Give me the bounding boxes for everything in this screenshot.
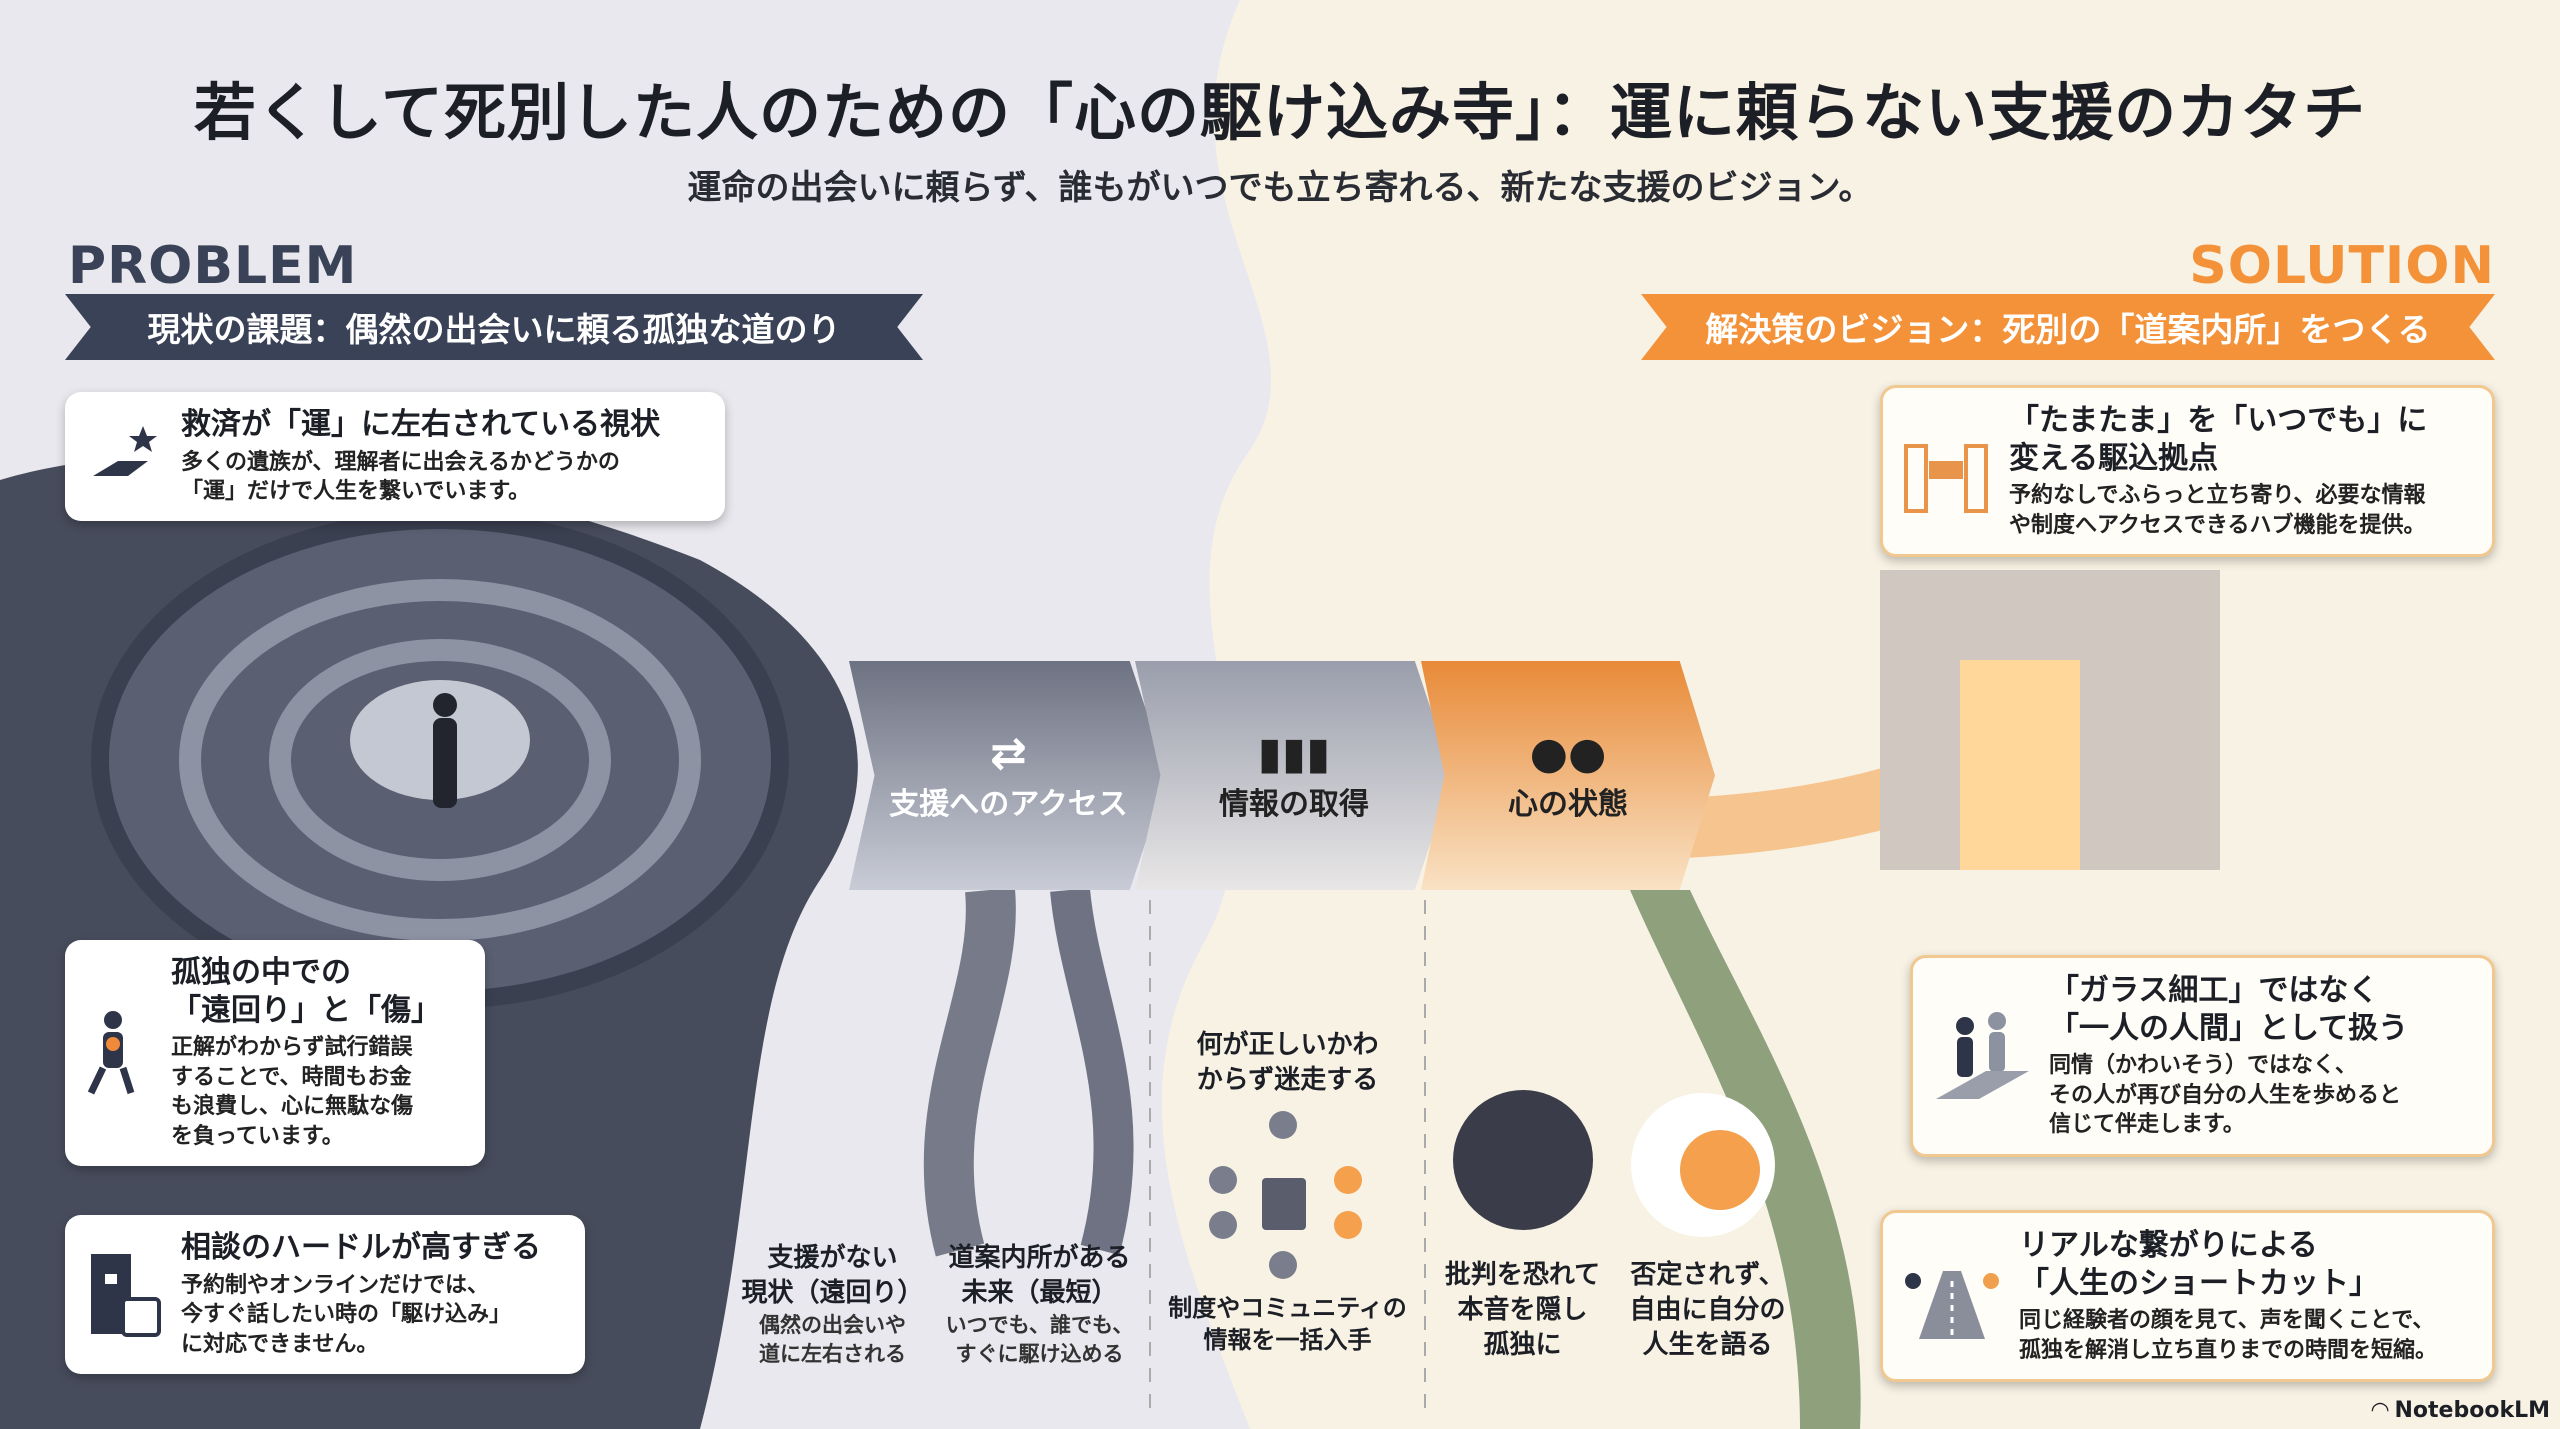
notebooklm-logo-icon: ◠ bbox=[2371, 1398, 2389, 1423]
stumbling-person-icon bbox=[83, 1003, 153, 1103]
open-gate-icon bbox=[1901, 421, 1991, 521]
problem-label: PROBLEM bbox=[68, 236, 358, 296]
bottom-label-hiding: 批判を恐れて 本音を隠し 孤独に bbox=[1444, 1260, 1601, 1361]
books-icon: ▮▮▮ bbox=[1257, 728, 1331, 779]
label-body: 偶然の出会いや 道に左右される bbox=[759, 1313, 906, 1366]
problem-banner: 現状の課題：偶然の出会いに頼る孤独な道のり bbox=[65, 294, 923, 360]
problem-card-detour: 孤独の中での 「遠回り」と「傷」正解がわからず試行錯誤 することで、時間もお金 … bbox=[65, 940, 485, 1166]
bridge-segment-access: ⇄ 支援へのアクセス bbox=[849, 661, 1168, 890]
page-title: 若くして死別した人のための「心の駆け込み寺」：運に頼らない支援のカタチ bbox=[193, 76, 2367, 149]
card-body: 正解がわからず試行錯誤 することで、時間もお金 も浪費し、心に無駄な傷 を負って… bbox=[171, 1035, 414, 1150]
bottom-label-lost: 何が正しいかわ からず迷走する bbox=[1196, 1030, 1379, 1096]
solution-banner: 解決策のビジョン：死別の「道案内所」をつくる bbox=[1641, 294, 2495, 360]
bottom-label-info-hub: 制度やコミュニティの 情報を一括入手 bbox=[1168, 1294, 1407, 1355]
card-title: 救済が「運」に左右されている視状 bbox=[181, 407, 661, 442]
card-title: 孤独の中での 「遠回り」と「傷」 bbox=[171, 955, 441, 1028]
card-title: 「ガラス細工」ではなく 「一人の人間」として扱う bbox=[2049, 973, 2409, 1046]
solution-card-hub: 「たまたま」を「いつでも」に 変える駆込拠点予約なしでふらっと立ち寄り、必要な情… bbox=[1880, 385, 2495, 558]
network-info-icon bbox=[1209, 1111, 1362, 1279]
bottom-label-with-guide: 道案内所がある 未来（最短）いつでも、誰でも、 すぐに駆け込める bbox=[932, 1241, 1147, 1368]
label-title: 支援がない 現状（遠回り） bbox=[741, 1243, 924, 1309]
lone-person-icon bbox=[433, 693, 457, 808]
solution-label: SOLUTION bbox=[2189, 236, 2495, 296]
notebooklm-badge: ◠NotebookLM bbox=[2372, 1398, 2550, 1423]
locked-door-calendar-icon bbox=[83, 1244, 163, 1344]
walking-together-icon bbox=[1931, 1006, 2031, 1106]
bottom-label-no-support: 支援がない 現状（遠回り）偶然の出会いや 道に左右される bbox=[735, 1241, 930, 1368]
card-title: 「たまたま」を「いつでも」に 変える駆込拠点 bbox=[2009, 403, 2428, 476]
brand-name: NotebookLM bbox=[2394, 1398, 2550, 1423]
card-title: 相談のハードルが高すぎる bbox=[181, 1230, 541, 1265]
card-body: 多くの遺族が、理解者に出会えるかどうかの 「運」だけで人生を繋いでいます。 bbox=[181, 449, 620, 505]
hand-star-icon bbox=[83, 406, 163, 506]
people-talk-icon: ●● bbox=[1529, 728, 1607, 779]
card-body: 予約なしでふらっと立ち寄り、必要な情報 や制度へアクセスできるハブ機能を提供。 bbox=[2009, 483, 2426, 538]
open-gate-building bbox=[1880, 570, 2220, 870]
card-body: 同じ経験者の顔を見て、声を聞くことで、 孤独を解消し立ち直りまでの時間を短縮。 bbox=[2019, 1308, 2438, 1363]
bridge-segment-mind: ●● 心の状態 bbox=[1421, 661, 1715, 890]
solution-card-human: 「ガラス細工」ではなく 「一人の人間」として扱う同情（かわいそう）ではなく、 そ… bbox=[1910, 955, 2495, 1158]
bridge-label: 支援へのアクセス bbox=[889, 787, 1128, 822]
arrows-icon: ⇄ bbox=[990, 728, 1027, 779]
bridge-people-icon bbox=[1901, 1246, 2001, 1346]
page-subtitle: 運命の出会いに頼らず、誰もがいつでも立ち寄れる、新たな支援のビジョン。 bbox=[687, 168, 1873, 208]
card-body: 予約制やオンラインだけでは、 今すぐ話したい時の「駆け込み」 に対応できません。 bbox=[181, 1272, 512, 1357]
problem-card-hurdle: 相談のハードルが高すぎる予約制やオンラインだけでは、 今すぐ話したい時の「駆け込… bbox=[65, 1215, 585, 1374]
problem-card-luck: 救済が「運」に左右されている視状多くの遺族が、理解者に出会えるかどうかの 「運」… bbox=[65, 392, 725, 521]
bridge-label: 心の状態 bbox=[1508, 787, 1628, 822]
label-body: いつでも、誰でも、 すぐに駆け込める bbox=[945, 1313, 1134, 1366]
solution-card-shortcut: リアルな繋がりによる 「人生のショートカット」同じ経験者の顔を見て、声を聞くこと… bbox=[1880, 1210, 2495, 1383]
bridge-label: 情報の取得 bbox=[1219, 787, 1369, 822]
card-body: 同情（かわいそう）ではなく、 その人が再び自分の人生を歩めると 信じて伴走します… bbox=[2049, 1053, 2402, 1138]
label-title: 道案内所がある 未来（最短） bbox=[948, 1243, 1131, 1309]
masked-person-icon bbox=[1453, 1090, 1593, 1230]
card-title: リアルな繋がりによる 「人生のショートカット」 bbox=[2019, 1228, 2379, 1301]
bridge-segment-info: ▮▮▮ 情報の取得 bbox=[1135, 661, 1453, 890]
bottom-label-free-talk: 否定されず、 自由に自分の 人生を語る bbox=[1629, 1260, 1786, 1361]
